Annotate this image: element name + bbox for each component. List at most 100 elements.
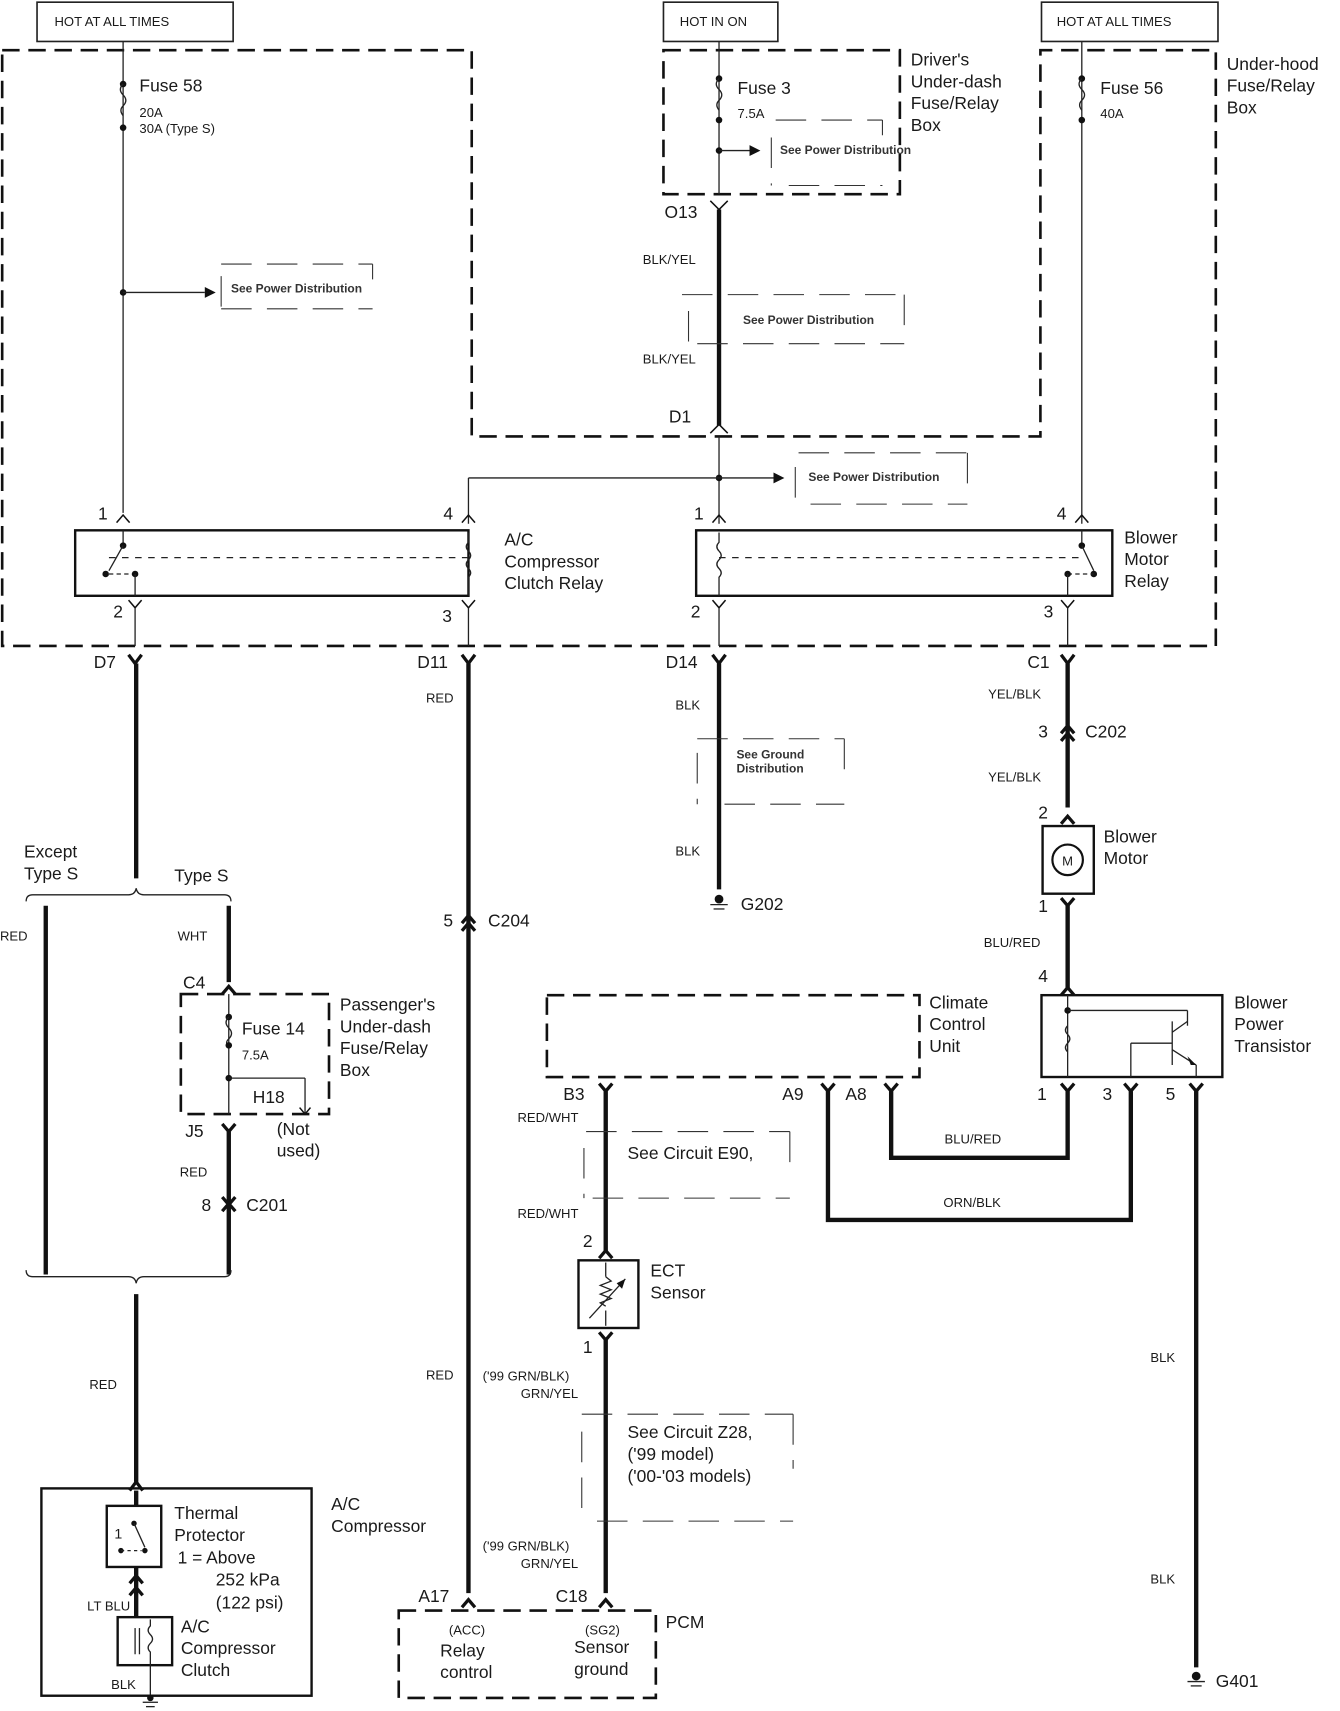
wire-a9-orn-blk xyxy=(825,1091,1134,1223)
climate-control-unit-outline xyxy=(545,993,921,1079)
wire-color-label: BLK xyxy=(1150,1350,1175,1365)
wire-color-label: ('99 GRN/BLK) xyxy=(483,1368,570,1383)
reference-label[interactable]: See Circuit E90, xyxy=(628,1143,754,1163)
fuse56-icon xyxy=(1078,78,1086,111)
fuse58-icon xyxy=(119,83,127,117)
header-hot-in-on: HOT IN ON xyxy=(662,1,779,43)
driver-underdash-box-outline xyxy=(662,48,902,196)
clutch-coil-icon xyxy=(147,1619,154,1666)
terminal-pin: 2 xyxy=(1038,802,1048,822)
connector-bpt-4 xyxy=(1059,985,1076,997)
fuse58-name: Fuse 58 xyxy=(139,76,202,96)
reference-label[interactable]: See Power Distribution xyxy=(780,143,911,157)
reference-label[interactable]: See Power Distribution xyxy=(808,470,939,484)
connector-d11 xyxy=(460,653,477,667)
switch-contact xyxy=(108,545,124,572)
pin-1-connector xyxy=(711,513,727,524)
connector-c202 xyxy=(1059,723,1076,742)
transistor-emitter-arrow xyxy=(1187,1056,1197,1066)
relay-coil-icon xyxy=(465,532,472,596)
fuse56-name: Fuse 56 xyxy=(1100,78,1163,98)
terminal-pin: 2 xyxy=(691,602,701,622)
terminal-d14: D14 xyxy=(666,652,698,672)
c201-pin: 8 xyxy=(202,1195,212,1215)
wire-color-label: BLU/RED xyxy=(984,935,1041,950)
header-label: HOT AT ALL TIMES xyxy=(54,14,169,29)
fuse14-icon xyxy=(225,1016,233,1046)
circuit-e90-ref[interactable]: See Circuit E90, xyxy=(583,1131,791,1199)
terminal-o13: O13 xyxy=(665,202,698,222)
terminal-pin: 3 xyxy=(1044,602,1054,622)
ground-icon xyxy=(142,1694,158,1708)
variant-type-s: Type S xyxy=(174,866,228,886)
switch-contact xyxy=(1081,545,1095,571)
terminal-a8: A8 xyxy=(845,1084,866,1104)
pin-2-connector xyxy=(711,599,727,609)
box-exit-connectors: D7 D11 D14 C1 xyxy=(94,652,1076,672)
terminal-pin: 3 xyxy=(1103,1084,1113,1104)
terminal-pin: 1 xyxy=(1037,1084,1047,1104)
wire-color-label: ORN/BLK xyxy=(943,1195,1001,1210)
ground-g202: G202 xyxy=(741,894,784,914)
connector-c201 xyxy=(221,1195,237,1213)
terminal-a9: A9 xyxy=(782,1084,803,1104)
reference-label[interactable]: See Power Distribution xyxy=(743,313,874,327)
header-hot-at-all-times-right: HOT AT ALL TIMES xyxy=(1040,1,1219,43)
connector-bpt-1 xyxy=(1059,1082,1076,1094)
reference-label[interactable]: See Power Distribution xyxy=(231,281,362,295)
terminal-b3: B3 xyxy=(563,1084,584,1104)
thermal-note: (122 psi) xyxy=(216,1592,284,1612)
connector-c4 xyxy=(221,983,237,996)
pcm-sg2-code: (SG2) xyxy=(585,1623,620,1638)
relay-coil-icon xyxy=(716,532,722,596)
wire-color-label: YEL/BLK xyxy=(988,686,1041,701)
connector-c204 xyxy=(460,913,477,932)
c202-pin: 3 xyxy=(1038,722,1048,742)
pin-3-connector xyxy=(1060,599,1075,609)
terminal-c18: C18 xyxy=(556,1586,588,1606)
wire-color-label: BLK/YEL xyxy=(643,252,696,267)
fuse58-rating-alt: 30A (Type S) xyxy=(139,121,215,136)
wire-color-label: GRN/YEL xyxy=(521,1386,578,1401)
ground-icon xyxy=(710,894,728,910)
terminal-pin: 4 xyxy=(1038,966,1048,986)
fuse3-branch: Fuse 3 7.5A xyxy=(715,41,791,195)
terminal-j5: J5 xyxy=(185,1121,203,1141)
connector-motor-1 xyxy=(1059,896,1076,909)
fuse58-rating: 20A xyxy=(139,105,163,120)
wire-color-label: GRN/YEL xyxy=(521,1556,578,1571)
pcm-acc-code: (ACC) xyxy=(449,1623,485,1638)
terminal-c1: C1 xyxy=(1027,652,1049,672)
thermal-note: 252 kPa xyxy=(216,1569,280,1589)
wire-color-label: BLU/RED xyxy=(945,1132,1002,1147)
pcm-label: PCM xyxy=(666,1612,705,1632)
power-distribution-ref-4[interactable]: See Power Distribution xyxy=(794,452,968,505)
reference-label[interactable]: See Circuit Z28,('99 model)('00-'03 mode… xyxy=(628,1422,753,1486)
wire-a8-blu-red xyxy=(888,1091,1070,1160)
power-distribution-ref-2[interactable]: See Power Distribution xyxy=(770,119,911,187)
pin-4-connector xyxy=(461,513,476,524)
terminal-pin: 1 xyxy=(694,503,704,523)
power-distribution-ref-3[interactable]: See Power Distribution xyxy=(681,294,905,345)
power-distribution-ref-1[interactable]: See Power Distribution xyxy=(220,263,374,310)
circuit-z28-ref[interactable]: See Circuit Z28,('99 model)('00-'03 mode… xyxy=(581,1413,794,1522)
pin-3-connector xyxy=(461,599,476,609)
wire-color-label: LT BLU xyxy=(87,1599,130,1614)
terminal-pin: 2 xyxy=(583,1231,593,1251)
terminal-d11: D11 xyxy=(417,652,448,672)
